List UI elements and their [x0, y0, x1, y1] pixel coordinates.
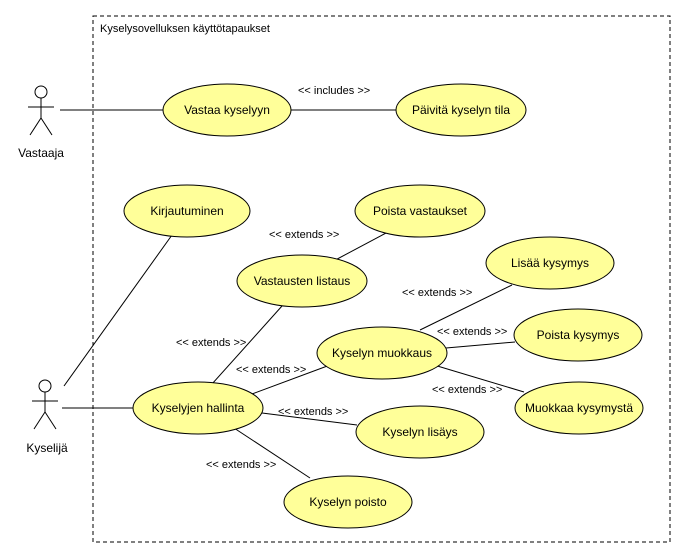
extends-line-kyselyn-poisto [233, 427, 311, 479]
usecase-label: Kyselyjen hallinta [152, 401, 245, 415]
usecase-kyselyjen-hallinta: Kyselyjen hallinta [132, 381, 264, 435]
actor-head-icon [38, 379, 52, 393]
relationship-lines [60, 109, 525, 479]
usecase-label: Kirjautuminen [150, 204, 223, 218]
actor-vastaaja [28, 85, 54, 136]
usecase-label: Kyselyn lisäys [382, 425, 457, 439]
extends-label-kyselyn-poisto: << extends >> [206, 459, 276, 471]
extends-line-kyselyn-lisays [261, 412, 358, 426]
usecase-paivita-kyselyn-tila: Päivitä kyselyn tila [395, 83, 527, 137]
system-boundary-title: Kyselysovelluksen käyttötapaukset [100, 23, 270, 35]
extends-line-vastausten-listaus [211, 305, 283, 385]
extends-label-kyselyn-muokkaus: << extends >> [236, 364, 306, 376]
usecase-poista-kysymys: Poista kysymys [513, 308, 643, 362]
extends-label-poista-kysymys: << extends >> [437, 326, 507, 338]
extends-line-poista-kysymys [445, 341, 516, 349]
extends-line-lisaa-kysymys [419, 284, 513, 331]
actor-head-icon [34, 85, 48, 99]
extends-line-kyselyn-muokkaus [251, 364, 331, 395]
system-boundary [92, 15, 671, 543]
usecase-label: Poista kysymys [537, 328, 620, 342]
usecase-label: Lisää kysymys [511, 256, 589, 270]
usecase-lisaa-kysymys: Lisää kysymys [485, 236, 615, 290]
usecase-kyselyn-lisays: Kyselyn lisäys [355, 405, 485, 459]
usecase-kirjautuminen: Kirjautuminen [123, 184, 251, 238]
extends-label-muokkaa-kysymysta: << extends >> [432, 384, 502, 396]
usecase-label: Vastausten listaus [254, 274, 351, 288]
extends-label-lisaa-kysymys: << extends >> [402, 287, 472, 299]
actor-label-kyselija: Kyselijä [26, 441, 68, 455]
extends-line-muokkaa-kysymysta [433, 364, 525, 393]
actor-kyselija [32, 379, 58, 430]
usecase-label: Muokkaa kysymystä [525, 401, 633, 415]
usecase-label: Poista vastaukset [373, 204, 468, 218]
usecase-label: Päivitä kyselyn tila [412, 103, 510, 117]
extends-label-kyselyn-lisays: << extends >> [278, 406, 348, 418]
usecase-kyselyn-muokkaus: Kyselyn muokkaus [316, 326, 448, 380]
usecase-poista-vastaukset: Poista vastaukset [354, 184, 486, 238]
extends-label-vastausten-listaus: << extends >> [176, 337, 246, 349]
includes-label: << includes >> [298, 85, 370, 97]
usecase-muokkaa-kysymysta: Muokkaa kysymystä [514, 381, 644, 435]
association-kyselija-kirjautuminen [63, 234, 173, 387]
usecase-vastausten-listaus: Vastausten listaus [236, 254, 368, 308]
usecase-label: Vastaa kyselyyn [184, 103, 270, 117]
usecase-vastaa-kyselyyn: Vastaa kyselyyn [162, 83, 292, 137]
actor-label-vastaaja: Vastaaja [18, 146, 64, 160]
usecase-label: Kyselyn poisto [309, 495, 387, 509]
usecase-label: Kyselyn muokkaus [332, 346, 432, 360]
extends-label-poista-vastaukset: << extends >> [269, 229, 339, 241]
usecase-kyselyn-poisto: Kyselyn poisto [283, 475, 413, 529]
